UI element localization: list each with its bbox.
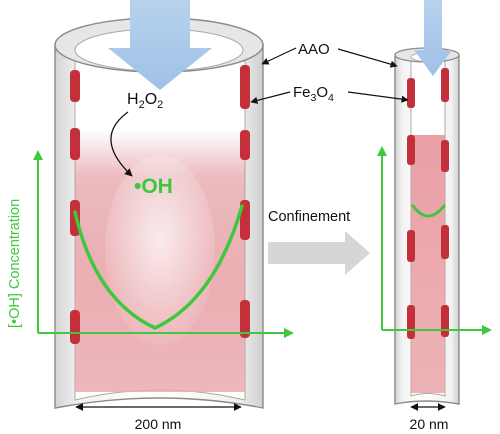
- y-axis-label: [•OH] Concentration: [7, 199, 23, 328]
- fe3o4-particle: [240, 65, 250, 109]
- fe3o4-pointer-left: [250, 91, 291, 104]
- small-tube-pink-region: [411, 135, 445, 393]
- fe3o4-particle: [407, 135, 415, 165]
- oh-radical-label: •OH: [134, 175, 173, 198]
- width-label-small: 20 nm: [410, 416, 449, 432]
- fe3o4-particle: [70, 310, 80, 344]
- confinement-arrow: [268, 231, 370, 275]
- fe3o4-particle: [70, 70, 80, 102]
- h2o2-inflow-arrow-small: [414, 0, 452, 76]
- fe3o4-particle: [441, 225, 449, 259]
- reaction-arrow: [110, 111, 133, 177]
- concentration-axes-large: [33, 150, 294, 338]
- fe3o4-particle: [407, 305, 415, 339]
- width-label-large: 200 nm: [135, 416, 182, 432]
- fe3o4-particle: [70, 128, 80, 160]
- confinement-label: Confinement: [268, 209, 350, 225]
- aao-label: AAO: [298, 41, 330, 58]
- concentration-axes-small: [377, 146, 492, 335]
- small-nanotube: [394, 47, 460, 405]
- fe3o4-particle: [441, 305, 449, 337]
- h2o2-inflow-arrow-large: [108, 0, 212, 90]
- h2o2-label: H2O2: [127, 91, 163, 111]
- concentration-curve-large: [73, 204, 244, 330]
- fe3o4-particle: [407, 78, 415, 108]
- fe3o4-particle: [441, 68, 449, 102]
- concentration-curve-small: [411, 204, 446, 218]
- fe3o4-particle: [441, 140, 449, 172]
- large-nanotube: [54, 17, 264, 409]
- aao-pointer-right: [337, 48, 398, 68]
- fe3o4-particle: [240, 130, 250, 160]
- fe3o4-particle: [407, 230, 415, 262]
- aao-pointer-left: [261, 47, 297, 65]
- fe3o4-pointer-right: [347, 91, 409, 103]
- large-tube-pink-highlight: [105, 155, 215, 345]
- fe3o4-particle: [240, 300, 250, 338]
- fe3o4-label: Fe3O4: [293, 84, 334, 104]
